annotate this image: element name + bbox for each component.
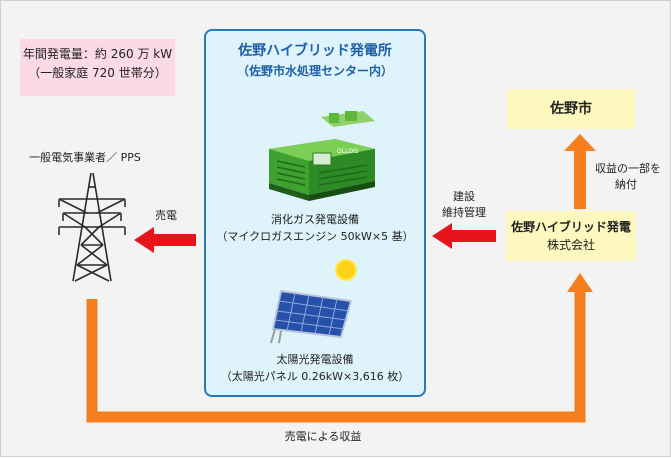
company-box: 佐野ハイブリッド発電 株式会社 [506,211,636,261]
generator-brand-label: OLLDIS [337,148,359,155]
construction-line1: 建設 [453,190,475,203]
revenue-share-line2: 納付 [615,178,637,191]
gas-generator-icon: OLLDIS [269,111,375,201]
solar-equipment-line1: 太陽光発電設備 [276,353,354,366]
construction-arrow [432,223,496,249]
sell-power-arrow [134,227,196,253]
gas-equipment-line2: （マイクロガスエンジン 50kW×5 基） [216,230,414,243]
revenue-share-line1: 収益の一部を [595,162,661,175]
company-line2: 株式会社 [546,238,595,252]
plant-subtitle: （佐野市水処理センター内） [236,64,393,78]
annual-output-note: 年間発電量：約 260 万 kW （一般家庭 720 世帯分） [20,39,175,96]
solar-equipment-caption: 太陽光発電設備 （太陽光パネル 0.26kW×3,616 枚） [206,351,424,385]
city-label: 佐野市 [550,101,592,117]
revenue-label: 売電による収益 [284,430,362,443]
construction-line2: 維持管理 [442,206,486,219]
city-box: 佐野市 [507,89,635,129]
construction-label: 建設 維持管理 [431,189,497,221]
transmission-tower-icon [58,172,126,282]
annual-output-line2: （一般家庭 720 世帯分） [28,66,167,80]
plant-box [204,29,426,397]
sun-icon [335,259,357,281]
gas-equipment-caption: 消化ガス発電設備 （マイクロガスエンジン 50kW×5 基） [206,211,424,245]
solar-panel-icon [270,289,353,344]
sell-power-label: 売電 [155,209,177,222]
company-line1: 佐野ハイブリッド発電 [511,220,631,234]
gas-equipment-line1: 消化ガス発電設備 [271,213,359,226]
annual-output-line1: 年間発電量：約 260 万 kW [22,47,173,61]
plant-title: 佐野ハイブリッド発電所 [238,43,392,59]
solar-equipment-line2: （太陽光パネル 0.26kW×3,616 枚） [220,370,410,383]
revenue-share-label: 収益の一部を 納付 [595,161,671,193]
utility-label: 一般電気事業者／ PPS [29,151,141,164]
